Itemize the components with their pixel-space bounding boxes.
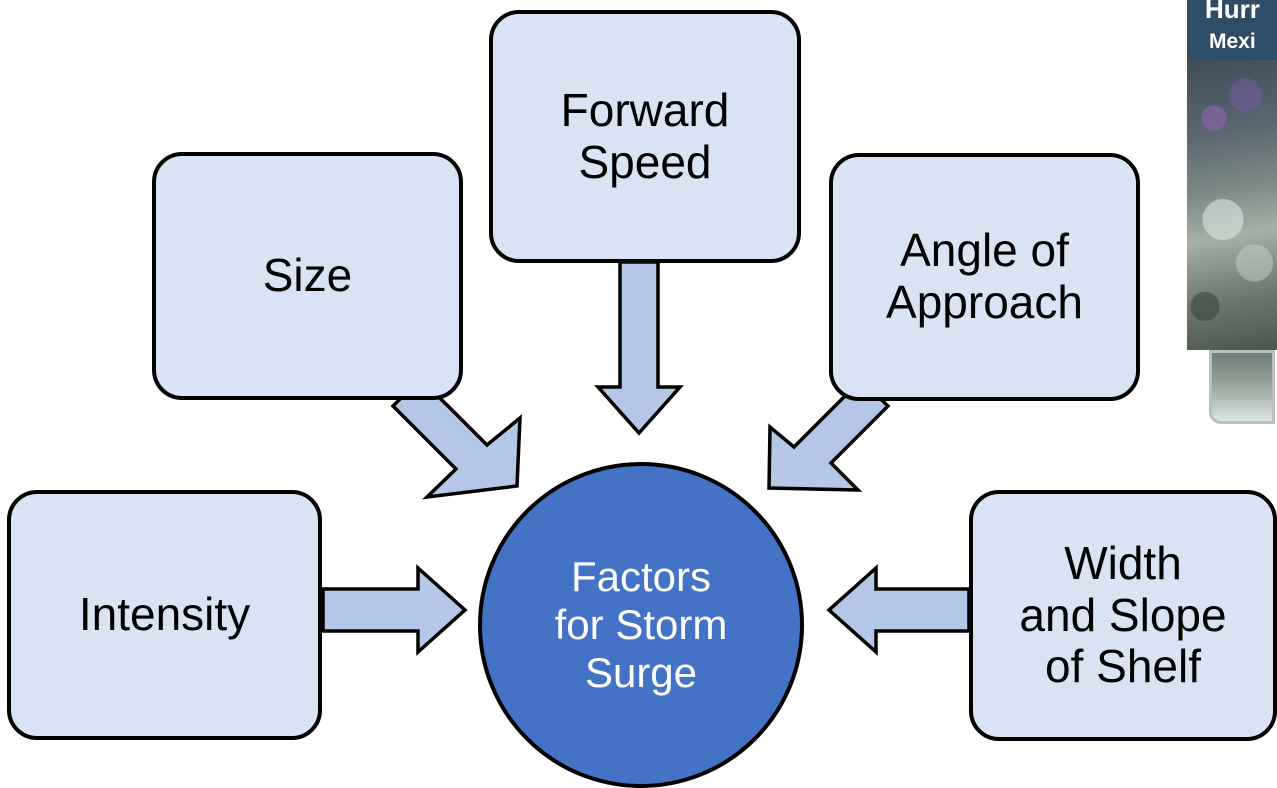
photo-inset-frame [1209, 350, 1275, 424]
factor-angle-of-approach: Angle of Approach [829, 153, 1140, 401]
arrow-forward-speed [594, 260, 684, 436]
photo-title: Hurr [1205, 0, 1260, 24]
factor-size: Size [152, 152, 463, 400]
factor-intensity: Intensity [7, 490, 322, 740]
arrow-angle [767, 377, 891, 492]
storm-damage-image [1187, 60, 1277, 350]
hurricane-photo-thumbnail: Hurr Mexi [1187, 0, 1277, 425]
arrow-width-slope [826, 564, 971, 656]
center-node: Factors for Storm Surge [478, 462, 804, 788]
arrow-size [390, 376, 522, 500]
arrow-intensity [321, 564, 468, 656]
photo-subtitle: Mexi [1209, 30, 1256, 53]
factor-forward-speed: Forward Speed [489, 10, 801, 263]
factor-width-and-slope-of-shelf: Width and Slope of Shelf [969, 490, 1277, 741]
photo-header: Hurr Mexi [1187, 0, 1277, 60]
